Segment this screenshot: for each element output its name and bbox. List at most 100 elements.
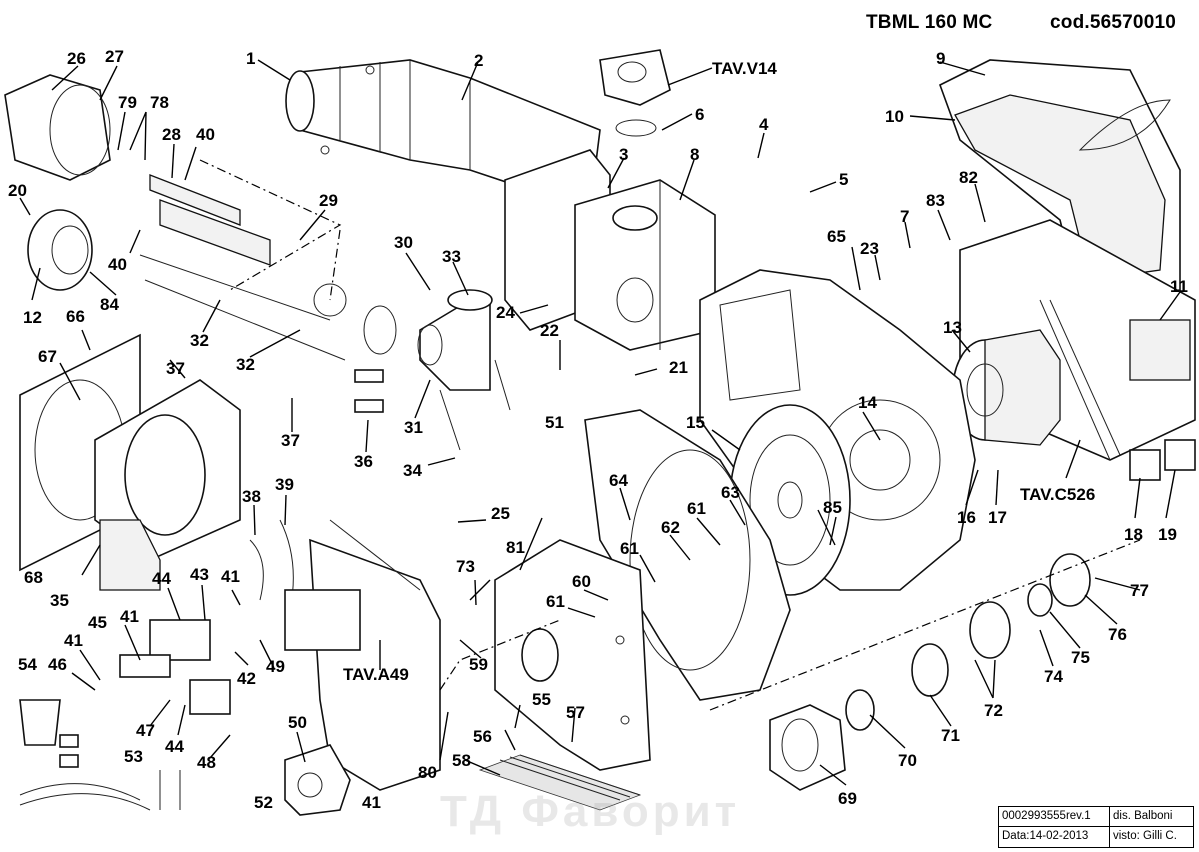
callout-13: 13 <box>943 318 962 337</box>
callout-63: 63 <box>721 483 740 502</box>
callout-14: 14 <box>858 393 877 412</box>
callout-1: 1 <box>246 49 255 68</box>
oil-pump <box>284 744 351 816</box>
callout-23: 23 <box>860 239 879 258</box>
callout-3: 3 <box>619 145 628 164</box>
callout-82: 82 <box>959 168 978 187</box>
callout-41a: 41 <box>221 567 240 586</box>
checked-by: visto: Gilli C. <box>1113 830 1177 842</box>
callout-65: 65 <box>827 227 846 246</box>
callout-32a: 32 <box>190 331 209 350</box>
front-cover <box>494 539 651 771</box>
callout-2: 2 <box>474 51 483 70</box>
callout-33: 33 <box>442 247 461 266</box>
callout-24: 24 <box>496 303 515 322</box>
callout-67: 67 <box>38 347 57 366</box>
table-references: TAV.V14 TAV.C526 TAV.A49 <box>343 59 1095 684</box>
callout-37b: 37 <box>281 431 300 450</box>
callout-11: 11 <box>1170 277 1188 296</box>
callout-57: 57 <box>566 703 585 722</box>
callout-6: 6 <box>695 105 704 124</box>
callout-8: 8 <box>690 145 699 164</box>
callout-44a: 44 <box>152 569 171 588</box>
callout-27: 27 <box>105 47 124 66</box>
callout-30: 30 <box>394 233 413 252</box>
callout-54: 54 <box>18 655 37 674</box>
callout-53: 53 <box>124 747 143 766</box>
callout-51: 51 <box>545 413 564 432</box>
title-block: 0002993555rev.1 dis. Balboni Data:14-02-… <box>998 806 1194 848</box>
callout-40a: 40 <box>196 125 215 144</box>
callout-32b: 32 <box>236 355 255 374</box>
callout-72: 72 <box>984 701 1003 720</box>
callout-43: 43 <box>190 565 209 584</box>
callout-21: 21 <box>669 358 688 377</box>
callout-38: 38 <box>242 487 261 506</box>
callout-25: 25 <box>491 504 510 523</box>
oil-hoses <box>19 699 181 811</box>
callout-66: 66 <box>66 307 85 326</box>
callout-77: 77 <box>1130 581 1149 600</box>
gas-head <box>27 209 93 291</box>
callout-46: 46 <box>48 655 67 674</box>
motor <box>952 329 1061 446</box>
callout-41b: 41 <box>120 607 139 626</box>
part-callouts: 1 2 3 4 5 6 7 8 9 10 11 12 13 14 15 16 1… <box>8 47 1188 812</box>
callout-61a: 61 <box>620 539 639 558</box>
assembly-lines <box>199 159 1141 711</box>
callout-16: 16 <box>957 508 976 527</box>
callout-26: 26 <box>67 49 86 68</box>
callout-52: 52 <box>254 793 273 812</box>
document-number: 0002993555rev.1 <box>1002 810 1091 822</box>
oil-valve-group <box>119 519 294 715</box>
callout-12: 12 <box>23 308 42 327</box>
callout-10: 10 <box>885 107 904 126</box>
callout-85: 85 <box>823 498 842 517</box>
callout-83: 83 <box>926 191 945 210</box>
callout-47: 47 <box>136 721 155 740</box>
callout-37a: 37 <box>166 359 185 378</box>
callout-79: 79 <box>118 93 137 112</box>
callout-50: 50 <box>288 713 307 732</box>
callout-4: 4 <box>759 115 769 134</box>
callout-31: 31 <box>404 418 423 437</box>
model-title: TBML 160 MC <box>866 12 993 33</box>
callout-39: 39 <box>275 475 294 494</box>
callout-41d: 41 <box>362 793 381 812</box>
callout-62: 62 <box>661 518 680 537</box>
callout-76: 76 <box>1108 625 1127 644</box>
callout-84: 84 <box>100 295 119 314</box>
callout-35: 35 <box>50 591 69 610</box>
callout-60: 60 <box>572 572 591 591</box>
callout-19: 19 <box>1158 525 1177 544</box>
drawn-by: dis. Balboni <box>1113 810 1173 822</box>
control-box <box>284 519 441 791</box>
callout-55: 55 <box>532 690 551 709</box>
callout-5: 5 <box>839 170 848 189</box>
callout-71: 71 <box>941 726 960 745</box>
callout-61b: 61 <box>687 499 706 518</box>
nozzle-lance <box>139 174 397 413</box>
gas-elbow <box>417 289 511 451</box>
drawing-code: cod.56570010 <box>1050 12 1176 33</box>
ignition-transformer <box>4 74 111 181</box>
callout-58: 58 <box>452 751 471 770</box>
callout-36: 36 <box>354 452 373 471</box>
callout-49: 49 <box>266 657 285 676</box>
callout-44b: 44 <box>165 737 184 756</box>
callout-15: 15 <box>686 413 705 432</box>
callout-56: 56 <box>473 727 492 746</box>
callout-34: 34 <box>403 461 422 480</box>
drawing-date: Data:14-02-2013 <box>1002 830 1089 842</box>
callout-29: 29 <box>319 191 338 210</box>
callout-48: 48 <box>197 753 216 772</box>
callout-22: 22 <box>540 321 559 340</box>
callout-80: 80 <box>418 763 437 782</box>
callout-40b: 40 <box>108 255 127 274</box>
callout-7: 7 <box>900 207 909 226</box>
fan-cover <box>939 59 1181 301</box>
callout-69: 69 <box>838 789 857 808</box>
callout-59: 59 <box>469 655 488 674</box>
callout-78: 78 <box>150 93 169 112</box>
